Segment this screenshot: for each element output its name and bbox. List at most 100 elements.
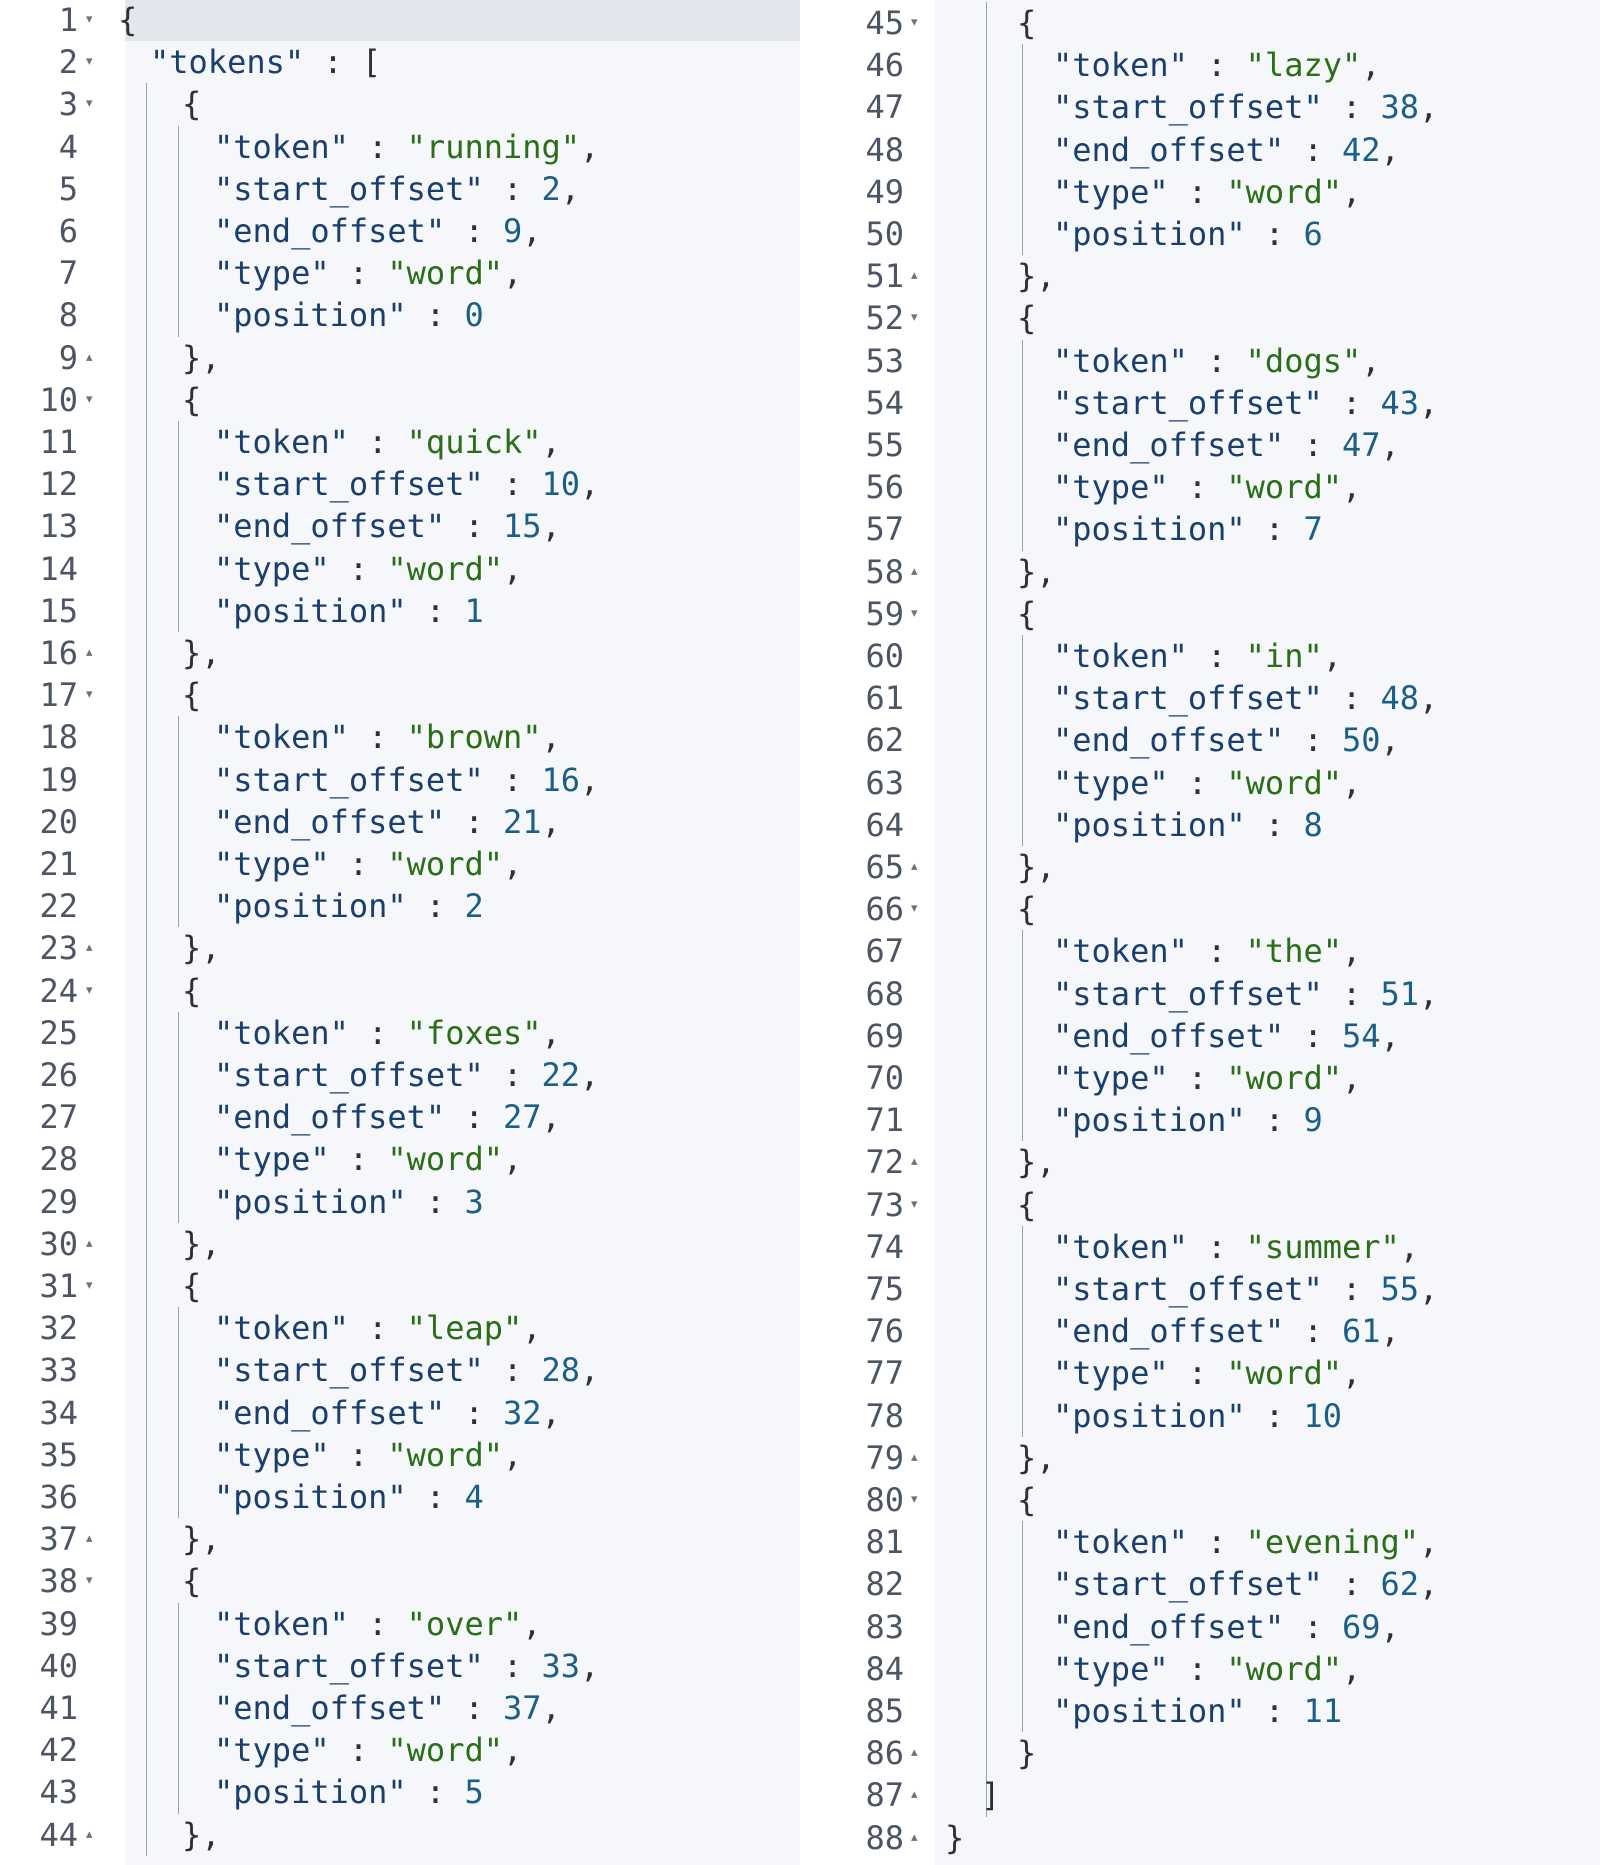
code-line[interactable]: 42"type" : "word", [0,1729,800,1772]
fold-expand-icon[interactable]: ▴ [86,1531,93,1547]
code-line[interactable]: 67"token" : "the", [800,930,1600,973]
fold-collapse-icon[interactable]: ▾ [911,901,918,917]
code-line[interactable]: 27"end_offset" : 27, [0,1096,800,1139]
code-line[interactable]: 55"end_offset" : 47, [800,424,1600,467]
code-line[interactable]: 32"token" : "leap", [0,1307,800,1350]
code-line[interactable]: 20"end_offset" : 21, [0,800,800,843]
code-line[interactable]: 36"position" : 4 [0,1476,800,1519]
fold-expand-icon[interactable]: ▴ [911,1154,918,1170]
code-line[interactable]: 50"position" : 6 [800,213,1600,256]
code-line[interactable]: 5"start_offset" : 2, [0,167,800,210]
code-line[interactable]: 53"token" : "dogs", [800,339,1600,382]
code-line[interactable]: 30▴}, [0,1222,800,1265]
fold-expand-icon[interactable]: ▴ [911,1745,918,1761]
code-line[interactable]: 61"start_offset" : 48, [800,677,1600,720]
code-line[interactable]: 28"type" : "word", [0,1138,800,1181]
code-line[interactable]: 63"type" : "word", [800,761,1600,804]
code-line[interactable]: 40"start_offset" : 33, [0,1644,800,1687]
code-line[interactable]: 71"position" : 9 [800,1099,1600,1142]
code-line[interactable]: 77"type" : "word", [800,1352,1600,1395]
fold-expand-icon[interactable]: ▴ [911,1787,918,1803]
editor-pane-left[interactable]: 1▾{2▾"tokens" : [3▾{4"token" : "running"… [0,0,800,1865]
code-line[interactable]: 60"token" : "in", [800,635,1600,678]
code-line[interactable]: 29"position" : 3 [0,1180,800,1223]
code-line[interactable]: 33"start_offset" : 28, [0,1349,800,1392]
code-line[interactable]: 3▾{ [0,83,800,126]
fold-expand-icon[interactable]: ▴ [86,1235,93,1251]
code-line[interactable]: 41"end_offset" : 37, [0,1687,800,1730]
code-line[interactable]: 22"position" : 2 [0,885,800,928]
code-line[interactable]: 57"position" : 7 [800,508,1600,551]
fold-expand-icon[interactable]: ▴ [911,1449,918,1465]
code-line[interactable]: 54"start_offset" : 43, [800,381,1600,424]
code-line[interactable]: 1▾{ [0,0,800,42]
code-line[interactable]: 44▴}, [0,1813,800,1856]
code-line[interactable]: 64"position" : 8 [800,803,1600,846]
code-line[interactable]: 78"position" : 10 [800,1394,1600,1437]
code-line[interactable]: 74"token" : "summer", [800,1225,1600,1268]
code-line[interactable]: 52▾{ [800,297,1600,340]
code-line[interactable]: 39"token" : "over", [0,1602,800,1645]
code-line[interactable]: 79▴}, [800,1436,1600,1479]
code-line[interactable]: 49"type" : "word", [800,170,1600,213]
code-line[interactable]: 15"position" : 1 [0,589,800,632]
code-line[interactable]: 6"end_offset" : 9, [0,210,800,253]
code-area[interactable] [125,0,800,1865]
code-line[interactable]: 18"token" : "brown", [0,716,800,759]
code-line[interactable]: 37▴}, [0,1518,800,1561]
code-line[interactable]: 11"token" : "quick", [0,421,800,464]
fold-expand-icon[interactable]: ▴ [911,859,918,874]
code-line[interactable]: 45▾{ [800,2,1600,45]
code-line[interactable]: 21"type" : "word", [0,843,800,886]
fold-expand-icon[interactable]: ▴ [86,940,93,956]
code-line[interactable]: 51▴}, [800,255,1600,298]
fold-collapse-icon[interactable]: ▾ [86,1573,93,1589]
code-line[interactable]: 66▾{ [800,888,1600,931]
code-line[interactable]: 47"start_offset" : 38, [800,86,1600,129]
editor-pane-right[interactable]: 45▾{46"token" : "lazy",47"start_offset" … [800,0,1600,1865]
fold-expand-icon[interactable]: ▴ [911,268,918,284]
code-line[interactable]: 75"start_offset" : 55, [800,1268,1600,1311]
code-line[interactable]: 34"end_offset" : 32, [0,1391,800,1434]
code-line[interactable]: 88▴} [800,1817,1600,1859]
fold-collapse-icon[interactable]: ▾ [911,310,918,326]
code-line[interactable]: 10▾{ [0,378,800,421]
code-line[interactable]: 4"token" : "running", [0,125,800,168]
code-line[interactable]: 76"end_offset" : 61, [800,1310,1600,1353]
code-line[interactable]: 85"position" : 11 [800,1690,1600,1733]
code-line[interactable]: 31▾{ [0,1265,800,1308]
code-line[interactable]: 26"start_offset" : 22, [0,1054,800,1097]
fold-collapse-icon[interactable]: ▾ [911,1492,918,1507]
code-line[interactable]: 59▾{ [800,592,1600,635]
code-line[interactable]: 82"start_offset" : 62, [800,1563,1600,1606]
fold-collapse-icon[interactable]: ▾ [86,687,93,703]
code-line[interactable]: 16▴}, [0,632,800,675]
code-line[interactable]: 72▴}, [800,1141,1600,1184]
code-line[interactable]: 56"type" : "word", [800,466,1600,509]
code-line[interactable]: 2▾"tokens" : [ [0,41,800,83]
code-area[interactable] [935,0,1600,1865]
code-line[interactable]: 23▴}, [0,927,800,970]
fold-expand-icon[interactable]: ▴ [911,563,918,579]
code-line[interactable]: 86▴} [800,1732,1600,1775]
code-line[interactable]: 58▴}, [800,550,1600,593]
fold-expand-icon[interactable]: ▴ [911,1829,918,1845]
fold-expand-icon[interactable]: ▴ [86,645,93,660]
code-line[interactable]: 68"start_offset" : 51, [800,972,1600,1015]
code-line[interactable]: 81"token" : "evening", [800,1521,1600,1564]
code-line[interactable]: 80▾{ [800,1479,1600,1522]
code-line[interactable]: 38▾{ [0,1560,800,1603]
code-line[interactable]: 19"start_offset" : 16, [0,758,800,801]
code-line[interactable]: 43"position" : 5 [0,1771,800,1814]
code-line[interactable]: 17▾{ [0,674,800,717]
code-line[interactable]: 24▾{ [0,969,800,1012]
fold-collapse-icon[interactable]: ▾ [86,1278,93,1293]
code-line[interactable]: 87▴] [800,1774,1600,1817]
code-line[interactable]: 13"end_offset" : 15, [0,505,800,548]
fold-collapse-icon[interactable]: ▾ [86,12,93,27]
fold-collapse-icon[interactable]: ▾ [86,54,93,70]
code-line[interactable]: 84"type" : "word", [800,1647,1600,1690]
code-line[interactable]: 83"end_offset" : 69, [800,1605,1600,1648]
code-line[interactable]: 46"token" : "lazy", [800,44,1600,87]
code-line[interactable]: 7"type" : "word", [0,252,800,295]
